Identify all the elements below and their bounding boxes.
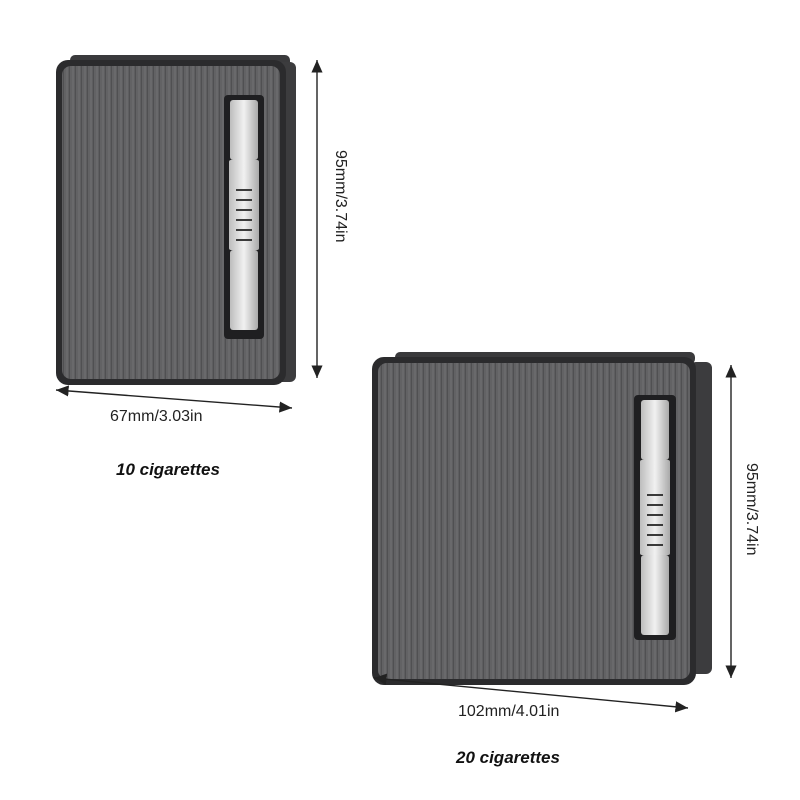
lighter-slider: [640, 460, 670, 555]
small-width-dimension-line: [55, 385, 293, 413]
lighter-slider: [229, 160, 259, 250]
large-width-label: 102mm/4.01in: [458, 703, 560, 720]
large-height-label: 95mm/3.74in: [743, 463, 760, 556]
large-width-dimension-line: [373, 673, 689, 713]
small-height-label: 95mm/3.74in: [332, 150, 349, 243]
large-cigarette-case: [372, 352, 712, 685]
small-cigarette-case: [56, 55, 296, 385]
slider-grip-lines: [236, 189, 252, 241]
lighter-cap: [230, 100, 258, 160]
small-width-label: 67mm/3.03in: [110, 408, 203, 425]
brushed-metal-face: [378, 363, 690, 679]
lighter-cap: [641, 400, 669, 460]
slider-grip-lines: [647, 494, 663, 546]
large-caption: 20 cigarettes: [456, 748, 560, 767]
small-caption: 10 cigarettes: [116, 460, 220, 479]
